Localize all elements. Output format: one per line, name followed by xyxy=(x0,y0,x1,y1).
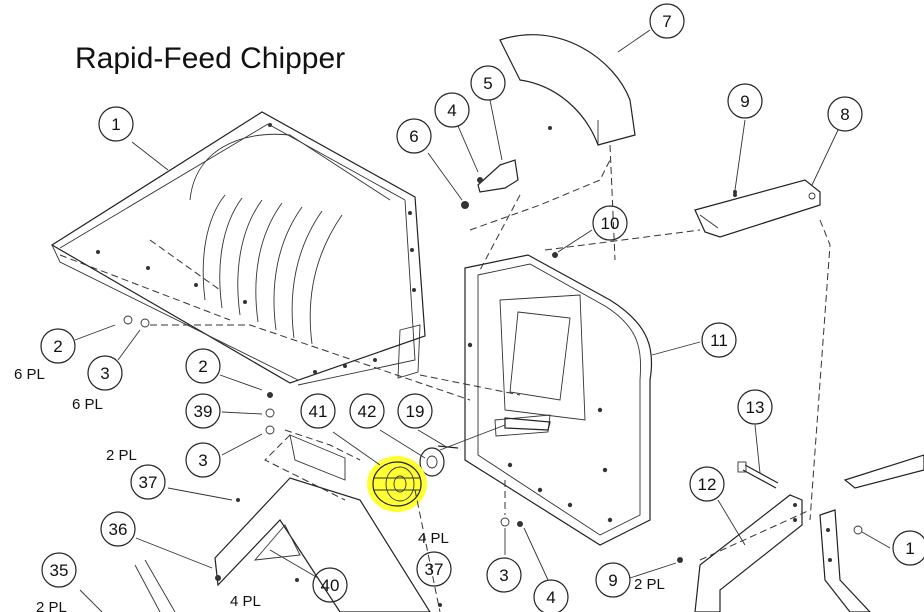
quantity-note: 4 PL xyxy=(418,530,449,547)
lower-frame-part xyxy=(134,559,176,612)
side-bracket-part xyxy=(819,454,924,612)
shaft-part xyxy=(439,417,551,451)
quantity-note: 6 PL xyxy=(72,396,103,413)
balloon-6 xyxy=(396,118,432,154)
leader-lines xyxy=(74,29,891,612)
frame-part xyxy=(214,434,431,612)
balloon-label: 11 xyxy=(710,331,728,350)
balloon-label: 9 xyxy=(740,92,749,111)
balloon-label: 9 xyxy=(608,571,617,590)
balloon-3 xyxy=(486,557,522,593)
balloon-label: 4 xyxy=(447,101,456,120)
chipper-housing-part xyxy=(464,254,653,546)
balloon-label: 40 xyxy=(321,576,340,595)
balloon-3 xyxy=(87,355,123,391)
bearing-part xyxy=(419,447,445,477)
balloon-label: 36 xyxy=(109,520,128,539)
quantity-notes: 6 PL 6 PL 2 PL 4 PL 4 PL 2 PL 2 PL xyxy=(14,366,665,612)
balloon-label: 13 xyxy=(746,398,765,417)
hopper-part xyxy=(50,111,426,386)
balloon-19 xyxy=(397,393,433,429)
balloon-7 xyxy=(649,3,685,39)
balloon-2 xyxy=(40,328,76,364)
balloon-3 xyxy=(185,442,221,478)
balloon-label: 42 xyxy=(358,402,377,421)
balloon-label: 4 xyxy=(546,588,555,607)
pin-part xyxy=(437,445,459,449)
mount-bracket-part xyxy=(694,494,803,612)
balloon-13 xyxy=(737,389,773,425)
balloon-37 xyxy=(416,551,452,587)
top-cover-part xyxy=(499,34,636,146)
quantity-note: 2 PL xyxy=(634,576,665,593)
hardware-parts xyxy=(123,190,737,607)
balloon-label: 5 xyxy=(483,74,492,93)
balloon-41 xyxy=(300,393,336,429)
balloon-40 xyxy=(312,567,348,603)
balloon-12 xyxy=(689,466,725,502)
quantity-note: 2 PL xyxy=(36,599,67,612)
balloon-label: 3 xyxy=(100,364,109,383)
balloon-label: 35 xyxy=(50,561,69,580)
balloon-label: 3 xyxy=(499,566,508,585)
assembly-lines xyxy=(150,144,831,612)
balloon-8 xyxy=(827,96,863,132)
bracket-5-part xyxy=(461,159,519,209)
support-bar-part xyxy=(694,179,821,238)
balloon-label: 37 xyxy=(139,473,158,492)
balloon-10 xyxy=(592,205,628,241)
balloon-label: 39 xyxy=(194,402,213,421)
balloon-2 xyxy=(185,348,221,384)
balloon-label: 3 xyxy=(198,451,207,470)
balloon-4 xyxy=(533,579,569,612)
quantity-note: 2 PL xyxy=(106,447,137,464)
balloon-9 xyxy=(595,562,631,598)
balloon-4 xyxy=(434,92,470,128)
balloon-label: 8 xyxy=(840,105,849,124)
balloon-36 xyxy=(100,511,136,547)
quantity-note: 4 PL xyxy=(230,593,261,610)
pulley-highlight xyxy=(367,456,427,512)
balloon-37 xyxy=(130,464,166,500)
balloon-35 xyxy=(41,552,77,588)
balloon-1 xyxy=(98,106,134,142)
callout-balloons xyxy=(40,3,924,612)
bolt-part xyxy=(737,461,779,489)
balloon-label: 2 xyxy=(53,337,62,356)
balloon-label: 2 xyxy=(198,357,207,376)
quantity-note: 6 PL xyxy=(14,366,45,383)
balloon-labels: 1 2 3 2 39 3 41 42 19 37 36 35 40 37 3 4… xyxy=(50,12,915,607)
balloon-label: 7 xyxy=(662,12,671,31)
pulley-part xyxy=(367,456,427,512)
balloon-39 xyxy=(185,393,221,429)
balloon-label: 10 xyxy=(601,214,620,233)
balloon-label: 1 xyxy=(905,539,914,558)
diagram-title: Rapid-Feed Chipper xyxy=(75,42,346,75)
balloon-label: 12 xyxy=(698,475,717,494)
balloon-5 xyxy=(470,65,506,101)
balloon-label: 41 xyxy=(309,402,328,421)
balloon-42 xyxy=(349,393,385,429)
balloon-1 xyxy=(892,530,924,566)
balloon-11 xyxy=(701,322,737,358)
balloon-label: 1 xyxy=(111,115,120,134)
balloon-label: 19 xyxy=(406,402,425,421)
balloon-label: 37 xyxy=(425,560,444,579)
balloon-9 xyxy=(727,83,763,119)
balloon-label: 6 xyxy=(409,127,418,146)
